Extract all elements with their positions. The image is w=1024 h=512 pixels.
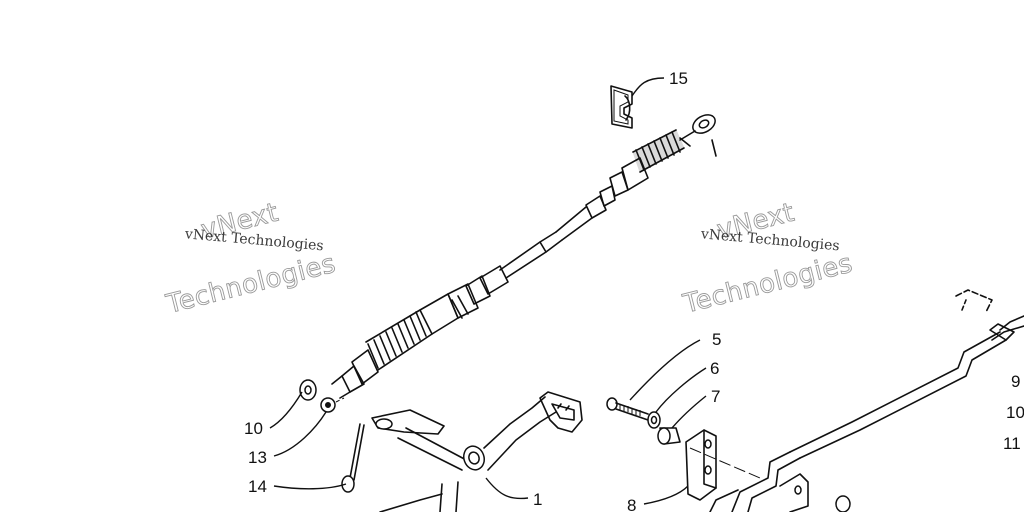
callout-5: 5 <box>712 330 721 349</box>
callouts: 15 5 6 7 8 9 10 11 10 13 14 1 <box>244 69 1024 512</box>
washer-part-6 <box>647 411 661 429</box>
bracket-part-8 <box>685 429 717 501</box>
middle-fitting <box>447 265 509 319</box>
watermark-right-technologies: Technologies <box>680 249 856 320</box>
watermark-left: vNext vNext Technologies Technologies <box>162 197 339 320</box>
washer-part-10 <box>299 379 317 401</box>
bushing-part-13 <box>320 397 345 413</box>
callout-6: 6 <box>710 359 719 378</box>
callout-13: 13 <box>248 448 267 467</box>
callout-11: 11 <box>1003 434 1021 453</box>
leader-lines <box>269 77 707 505</box>
callout-14: 14 <box>248 477 267 496</box>
watermark-left-technologies: Technologies <box>163 249 339 320</box>
control-cable-assembly <box>331 114 717 399</box>
cotter-pin-part-14 <box>341 423 365 493</box>
upper-bellows <box>585 129 691 219</box>
watermark-right: vNext vNext Technologies Technologies <box>679 197 856 320</box>
lower-bellows <box>331 293 459 399</box>
callout-8: 8 <box>627 496 636 512</box>
clip-part-15 <box>610 85 633 129</box>
assembly-axis-line <box>689 447 761 479</box>
spacer-part-7 <box>657 427 681 445</box>
linkage-rod-assembly <box>709 289 1024 512</box>
callout-7: 7 <box>711 387 720 406</box>
callout-10-right: 10 <box>1006 403 1024 422</box>
callout-10-left: 10 <box>244 419 263 438</box>
callout-9: 9 <box>1011 372 1020 391</box>
pedal-arm-part-1 <box>371 391 583 512</box>
bolt-part-5 <box>606 397 649 421</box>
callout-15: 15 <box>669 69 688 88</box>
callout-1: 1 <box>533 490 542 509</box>
